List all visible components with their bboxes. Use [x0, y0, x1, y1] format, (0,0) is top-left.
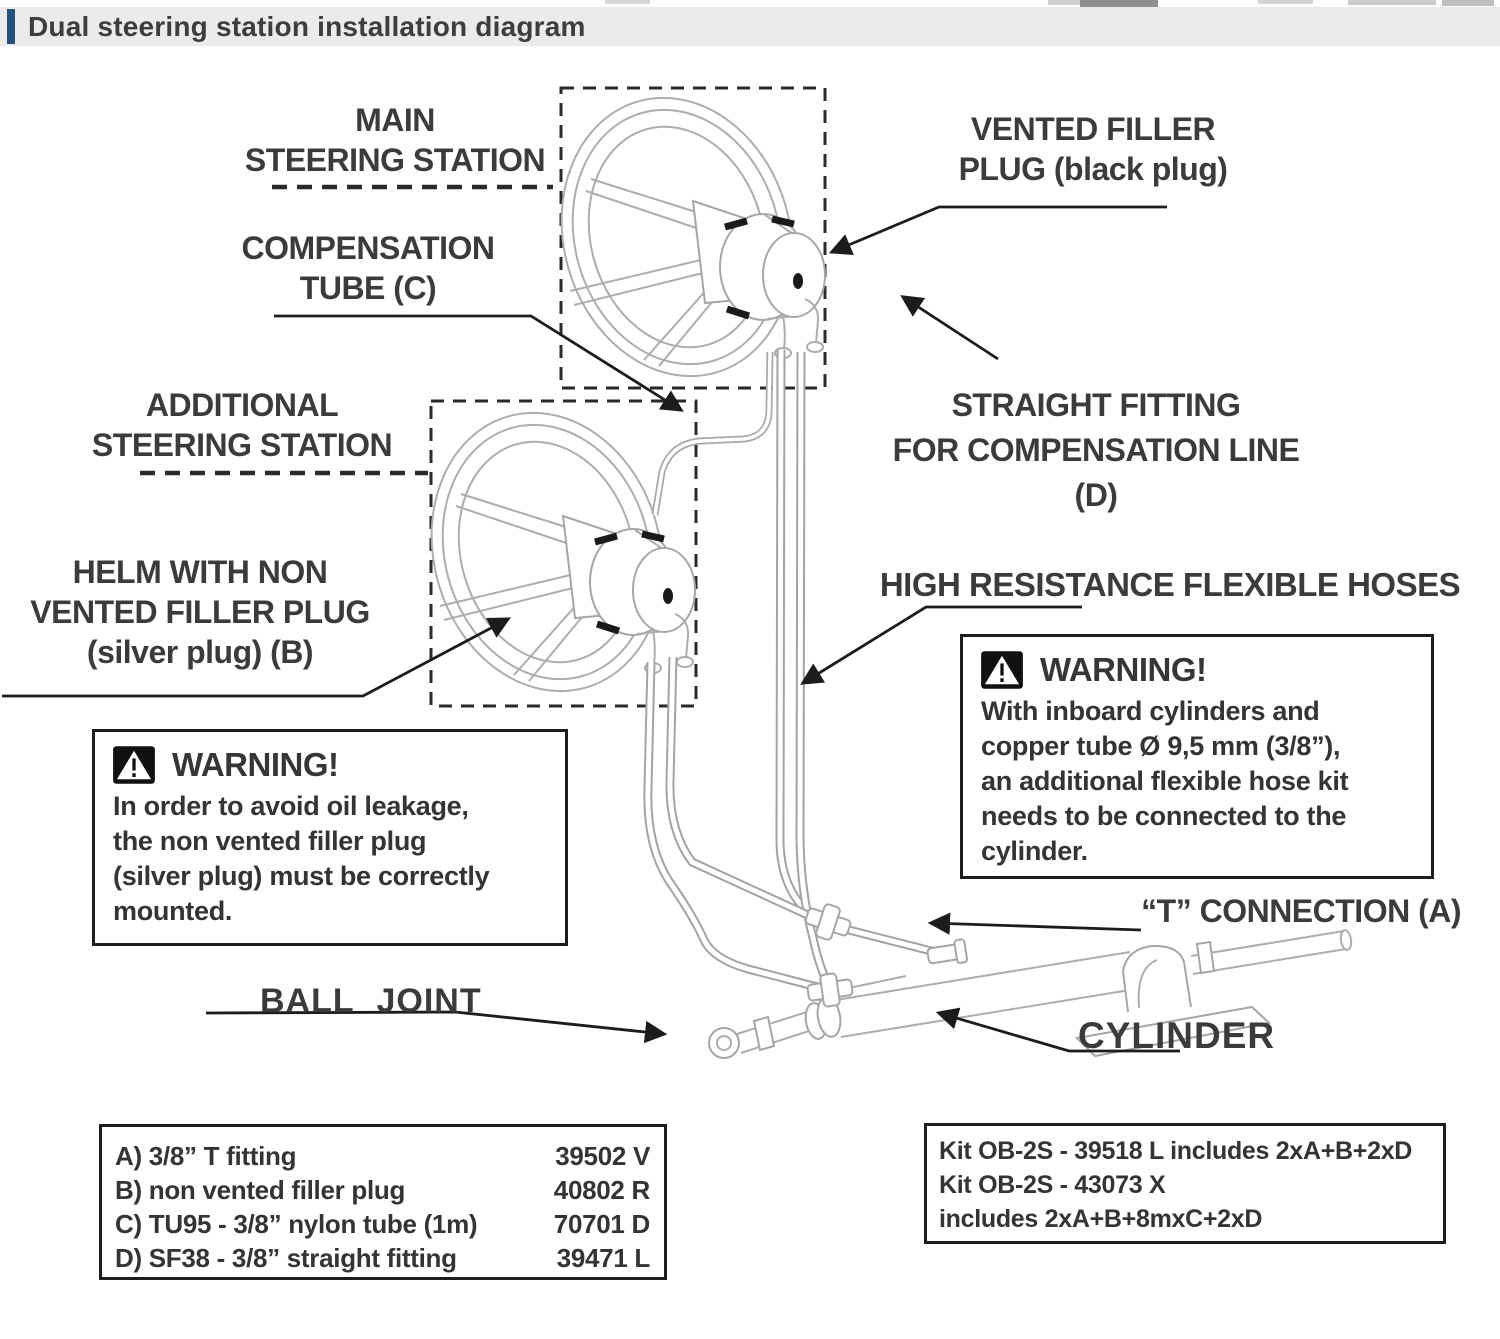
label-flexible-hoses: HIGH RESISTANCE FLEXIBLE HOSES — [879, 566, 1461, 603]
cylinder-drawing — [708, 929, 1353, 1059]
part-code: 40802 R — [553, 1175, 651, 1205]
warning-title: WARNING! — [1040, 651, 1207, 688]
table-row: B) non vented filler plug 40802 R — [115, 1173, 650, 1207]
table-row: A) 3/8” T fitting 39502 V — [115, 1139, 650, 1173]
ball-joint-arrow — [205, 1010, 668, 1044]
title-bar: Dual steering station installation diagr… — [0, 7, 1500, 46]
kit-line: Kit OB-2S - 39518 L includes 2xA+B+2xD — [939, 1137, 1413, 1165]
helm-arrow — [2, 617, 511, 698]
label-cylinder: CYLINDER — [1078, 1015, 1276, 1056]
main-station-dashed-box — [272, 86, 827, 390]
cylinder-fitting — [926, 938, 969, 965]
additional-station-dashed-box — [140, 399, 698, 708]
t-fitting-lower — [806, 972, 854, 1008]
straight-fitting-arrow — [900, 295, 999, 361]
label-t-connection: “T” CONNECTION (A) — [1141, 893, 1461, 929]
label-straight-fitting: STRAIGHT FITTING FOR COMPENSATION LINE (… — [892, 387, 1300, 513]
cylinder-bracket — [1121, 944, 1192, 1013]
part-label: C) TU95 - 3/8” nylon tube (1m) — [115, 1209, 478, 1239]
part-label: D) SF38 - 3/8” straight fitting — [115, 1243, 457, 1273]
part-label: A) 3/8” T fitting — [115, 1141, 297, 1171]
t-fitting-upper — [804, 903, 852, 941]
cylinder-arrow — [935, 1007, 1180, 1053]
kit-line: includes 2xA+B+8mxC+2xD — [939, 1205, 1263, 1233]
warning-box-left: WARNING! In order to avoid oil leakage, … — [92, 729, 568, 946]
label-ball-joint: BALL JOINT — [260, 982, 482, 1020]
part-code: 39502 V — [555, 1141, 650, 1171]
warning-title: WARNING! — [172, 746, 339, 783]
compensation-tube-arrow — [274, 314, 684, 412]
label-compensation-tube: COMPENSATION TUBE (C) — [241, 230, 495, 306]
title-accent-bar — [7, 9, 15, 44]
part-code: 70701 D — [553, 1209, 651, 1239]
compensation-tube-drawing — [651, 351, 774, 516]
vented-plug-arrow — [828, 205, 1167, 255]
leader-arrows — [2, 205, 1180, 1053]
warning-icon — [981, 651, 1023, 689]
table-row: C) TU95 - 3/8” nylon tube (1m) 70701 D — [115, 1207, 650, 1241]
part-label: B) non vented filler plug — [115, 1175, 406, 1205]
part-code: 39471 L — [556, 1243, 651, 1273]
label-vented-filler-plug: VENTED FILLER PLUG (black plug) — [958, 111, 1228, 187]
hoses-arrow — [800, 605, 1082, 685]
label-additional-steering-station: ADDITIONAL STEERING STATION — [91, 387, 393, 463]
label-helm-non-vented: HELM WITH NON VENTED FILLER PLUG (silver… — [30, 554, 370, 670]
kit-box: Kit OB-2S - 39518 L includes 2xA+B+2xD K… — [924, 1123, 1446, 1244]
label-main-steering-station: MAIN STEERING STATION — [244, 102, 546, 178]
parts-table: A) 3/8” T fitting 39502 V B) non vented … — [99, 1124, 667, 1280]
warning-text: With inboard cylinders and copper tube Ø… — [981, 696, 1349, 866]
warning-text: In order to avoid oil leakage, the non v… — [113, 791, 490, 926]
kit-line: Kit OB-2S - 43073 X — [939, 1171, 1166, 1199]
t-connection-arrow — [927, 912, 1142, 935]
warning-icon — [113, 746, 155, 784]
page-title: Dual steering station installation diagr… — [28, 10, 586, 42]
warning-box-right: WARNING! With inboard cylinders and copp… — [960, 634, 1434, 879]
table-row: D) SF38 - 3/8” straight fitting 39471 L — [115, 1241, 650, 1275]
